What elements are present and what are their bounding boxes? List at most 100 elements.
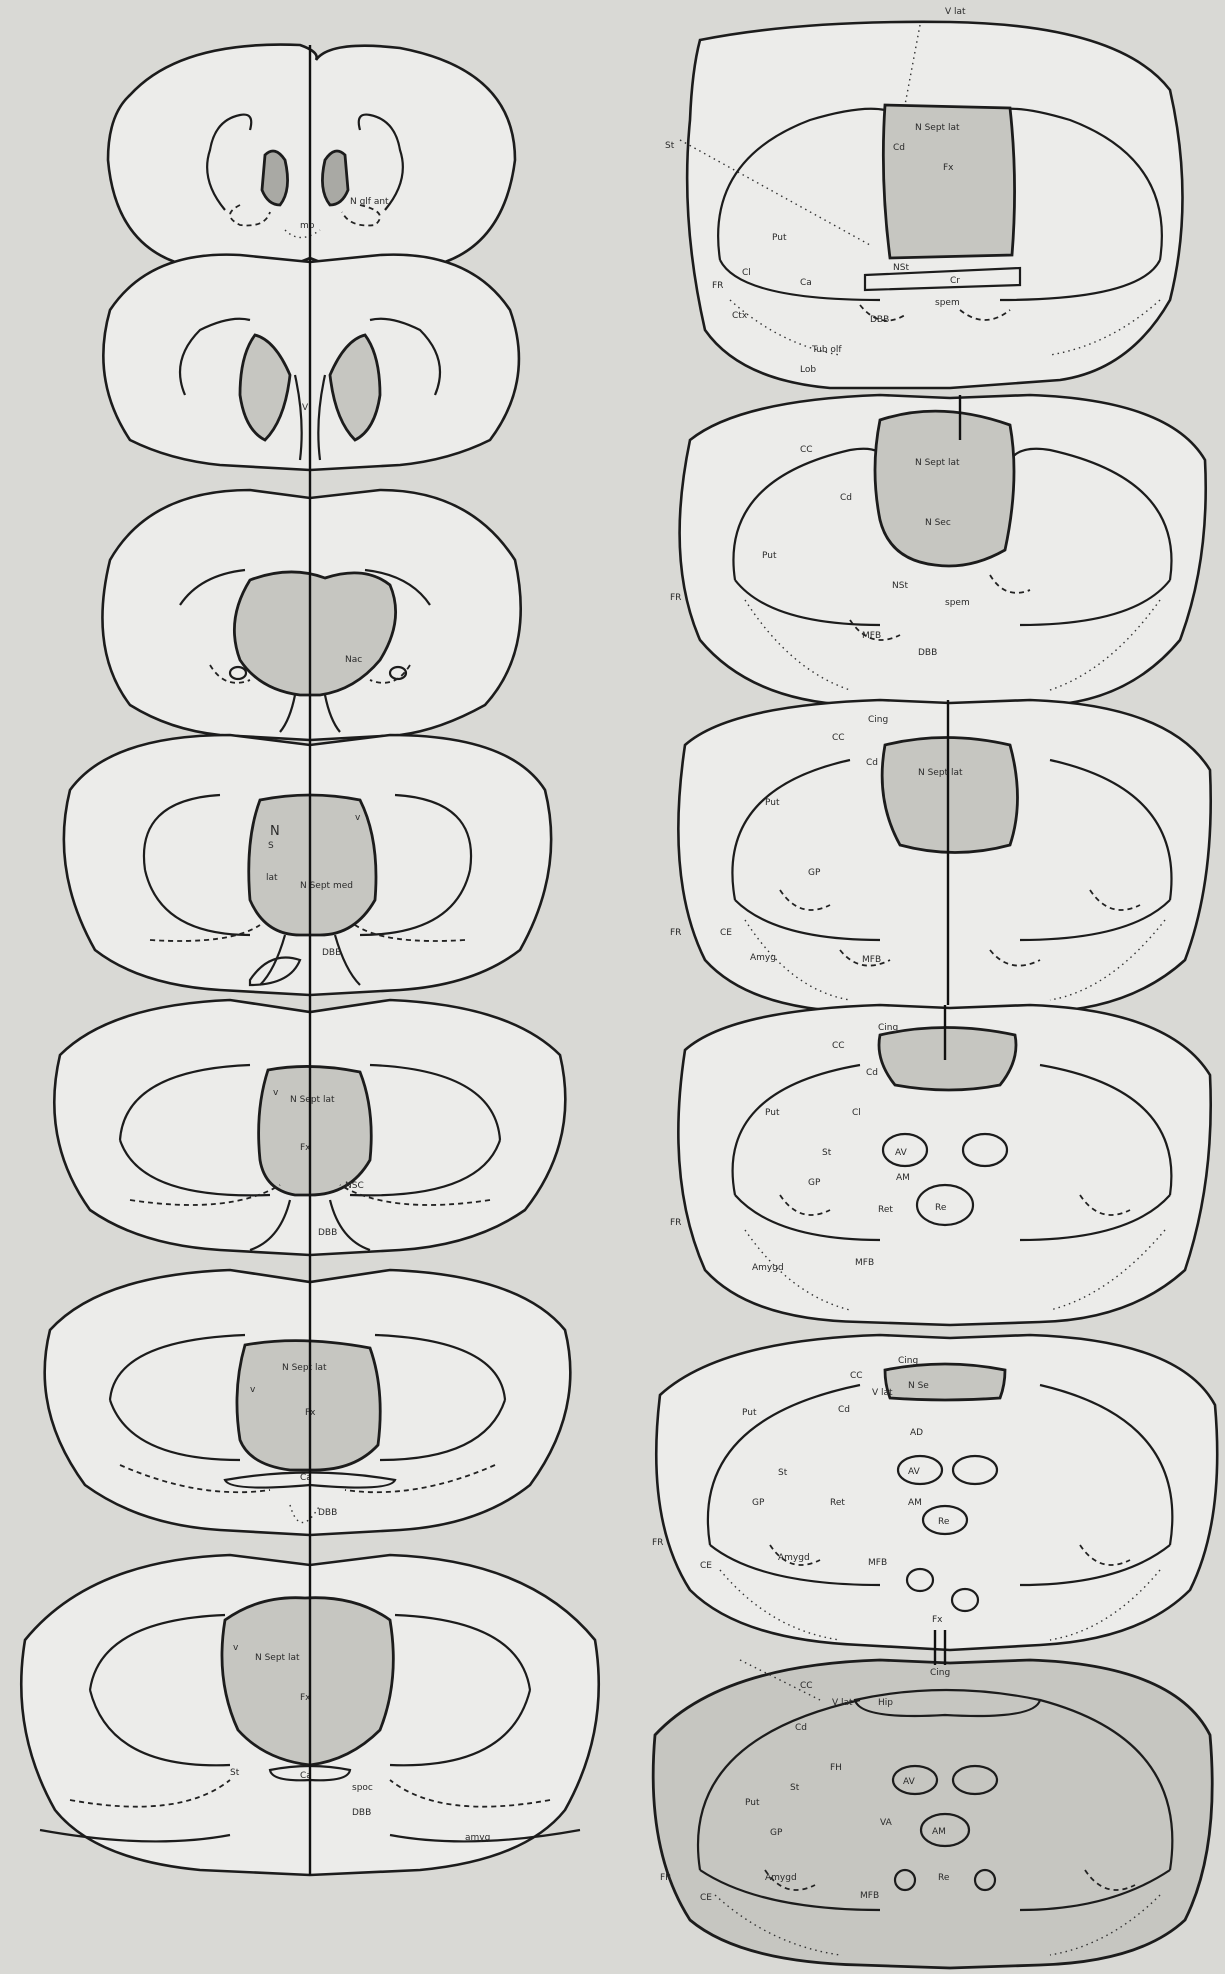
label-L7-2: v (233, 1643, 239, 1653)
label-R4-2: Cd (866, 1068, 878, 1078)
label-R4-3: Cl (852, 1108, 861, 1118)
section-L3: Nac (102, 490, 520, 740)
section-L1: N glf ant mp (108, 45, 515, 270)
label-L2-0: V (302, 403, 309, 413)
label-R4-5: AM (896, 1173, 910, 1183)
label-R3-0: Cing (868, 715, 888, 725)
label-R1-11: DBB (870, 315, 889, 325)
label-R4-12: MFB (855, 1258, 874, 1268)
label-R6-17: CE (700, 1893, 712, 1903)
label-R5-0: Cing (898, 1356, 918, 1366)
label-L4-5: DBB (322, 948, 341, 958)
label-R1-1: St (665, 141, 675, 151)
label-R1-13: Lob (800, 365, 816, 375)
label-L6-4: DBB (318, 1508, 337, 1518)
label-L4-3: N Sept med (300, 881, 353, 891)
label-R6-9: VA (880, 1818, 893, 1828)
label-R6-12: GP (770, 1828, 783, 1838)
label-R1-6: Cl (742, 268, 751, 278)
label-R5-5: Put (742, 1408, 757, 1418)
label-R6-8: AM (932, 1827, 946, 1837)
label-R6-1: Cing (930, 1668, 950, 1678)
label-R2-1: N Sept lat (915, 458, 960, 468)
label-R1-14: FR (712, 281, 723, 291)
label-R6-14: Amygd (765, 1873, 797, 1883)
label-R3-1: CC (832, 733, 845, 743)
label-L6-2: v (250, 1385, 256, 1395)
label-R1-7: NSt (893, 263, 909, 273)
label-R2-6: spem (945, 598, 970, 608)
label-L4-2: lat (266, 873, 278, 883)
label-R1-8: Ca (800, 278, 812, 288)
label-R5-6: AD (910, 1428, 923, 1438)
label-R4-7: St (822, 1148, 832, 1158)
label-R5-7: AV (908, 1467, 921, 1477)
label-R6-5: Cd (795, 1723, 807, 1733)
label-R5-8: AM (908, 1498, 922, 1508)
label-R3-4: Put (765, 798, 780, 808)
label-R3-8: MFB (862, 955, 881, 965)
label-R3-3: Cd (866, 758, 878, 768)
label-R6-16: FR (660, 1873, 671, 1883)
label-R2-4: Cd (840, 493, 852, 503)
section-L4: N S lat N Sept med v DBB (64, 735, 551, 995)
label-R3-2: N Sept lat (918, 768, 963, 778)
label-R5-12: Re (938, 1517, 950, 1527)
label-R4-13: FR (670, 1218, 681, 1228)
label-L7-0: N Sept lat (255, 1653, 300, 1663)
label-R1-5: Put (772, 233, 787, 243)
section-R5: Cing CC V lat N Se Cd Put AD AV AM St GP… (652, 1335, 1217, 1650)
label-R1-2: N Sept lat (915, 123, 960, 133)
right-column: V lat St N Sept lat Fx Cd Put Cl NSt Ca … (652, 7, 1217, 1968)
label-R6-10: Re (938, 1873, 950, 1883)
label-R4-9: Ret (878, 1205, 893, 1215)
label-R2-0: CC (800, 445, 813, 455)
label-R1-0: V lat (945, 7, 966, 17)
label-L7-7: amyg (465, 1833, 490, 1843)
section-R6: Fx Cing CC V lat Hip Cd FH AV AM VA Re S… (653, 1615, 1212, 1968)
label-R3-7: Amyg (750, 953, 776, 963)
label-R5-13: Amygd (778, 1553, 810, 1563)
label-R6-11: St (790, 1783, 800, 1793)
label-R4-8: GP (808, 1178, 821, 1188)
label-R1-12: Tub olf (811, 345, 842, 355)
label-R6-3: V lat (832, 1698, 853, 1708)
label-R4-10: Re (935, 1203, 947, 1213)
label-L5-0: N Sept lat (290, 1095, 335, 1105)
label-L1-0: N glf ant (350, 197, 389, 207)
label-L3-0: Nac (345, 655, 362, 665)
label-L5-2: v (273, 1088, 279, 1098)
label-R1-9: Cr (950, 276, 960, 286)
label-R2-7: MFB (862, 631, 881, 641)
label-L7-3: St (230, 1768, 240, 1778)
label-L4-4: v (355, 813, 361, 823)
left-column: N glf ant mp V Nac (21, 45, 599, 1875)
label-L4-1: S (268, 841, 274, 851)
section-R1: V lat St N Sept lat Fx Cd Put Cl NSt Ca … (665, 7, 1183, 388)
label-R4-0: Cing (878, 1023, 898, 1033)
label-R4-1: CC (832, 1041, 845, 1051)
label-R1-4: Cd (893, 143, 905, 153)
label-R2-8: DBB (918, 648, 937, 658)
label-R5-15: CE (700, 1561, 712, 1571)
label-R4-11: Amygd (752, 1263, 784, 1273)
label-R5-4: Cd (838, 1405, 850, 1415)
label-R4-4: AV (895, 1148, 908, 1158)
label-R5-3: N Se (908, 1381, 929, 1391)
label-R3-6: CE (720, 928, 732, 938)
label-R3-9: FR (670, 928, 681, 938)
label-R6-13: Put (745, 1798, 760, 1808)
section-R4: Cing CC Cd Cl AV AM Put St GP Ret Re Amy… (670, 1005, 1211, 1325)
label-R3-5: GP (808, 868, 821, 878)
section-R2: CC N Sept lat N Sec Put Cd NSt spem MFB … (670, 395, 1206, 710)
label-R1-15: Ctx (732, 311, 748, 321)
label-L1-1: mp (300, 221, 315, 231)
label-L5-3: NSC (345, 1181, 364, 1191)
label-L7-6: DBB (352, 1808, 371, 1818)
label-L4-0: N (270, 824, 280, 839)
label-R2-3: Put (762, 551, 777, 561)
label-R5-16: FR (652, 1538, 663, 1548)
label-R5-1: CC (850, 1371, 863, 1381)
label-R1-3: Fx (943, 163, 954, 173)
